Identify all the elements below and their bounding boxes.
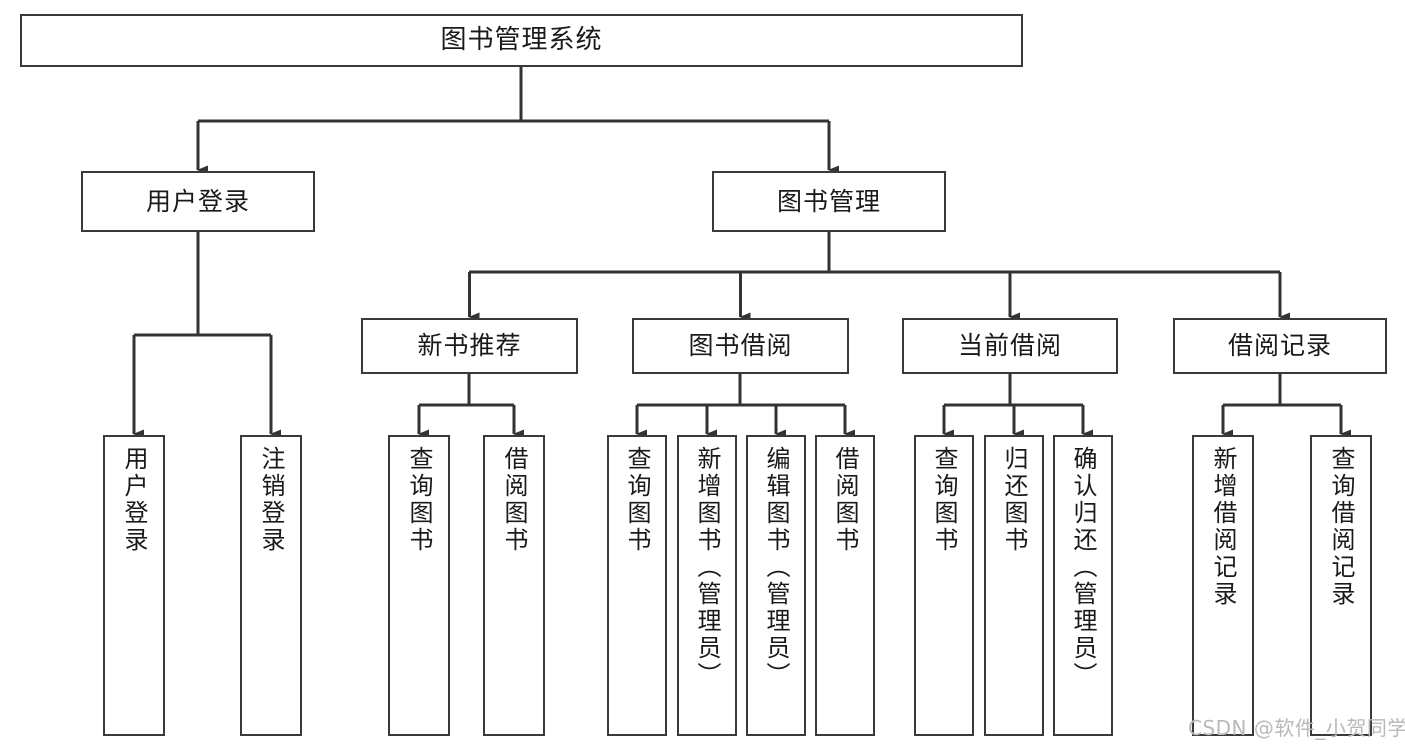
node-new-book-recommendation[interactable]: 新书推荐 [361,318,578,374]
node-label: 查询图书 [930,446,958,554]
node-label: 新增图书（管理员） [693,446,721,689]
node-leaf-query-book-1[interactable]: 查询图书 [388,435,450,736]
node-book-borrowing[interactable]: 图书借阅 [632,318,849,374]
node-label: 确认归还（管理员） [1069,446,1097,689]
node-leaf-return-book[interactable]: 归还图书 [984,435,1044,736]
node-leaf-logout[interactable]: 注销登录 [240,435,302,736]
node-leaf-user-login[interactable]: 用户登录 [103,435,165,736]
node-book-management-system[interactable]: 图书管理系统 [20,14,1023,67]
node-label: 借阅图书 [831,446,859,554]
node-leaf-add-borrow-record[interactable]: 新增借阅记录 [1192,435,1254,736]
node-borrowing-records[interactable]: 借阅记录 [1173,318,1387,374]
node-label: 用户登录 [120,446,148,554]
node-label: 注销登录 [257,446,285,554]
node-label: 查询图书 [623,446,651,554]
node-label: 查询图书 [405,446,433,554]
node-leaf-confirm-return-admin[interactable]: 确认归还（管理员） [1053,435,1113,736]
node-current-borrowing[interactable]: 当前借阅 [902,318,1118,374]
node-label: 当前借阅 [957,331,1062,361]
node-leaf-query-book-2[interactable]: 查询图书 [607,435,667,736]
node-label: 图书管理系统 [440,25,603,56]
node-leaf-query-borrow-record[interactable]: 查询借阅记录 [1310,435,1372,736]
node-label: 用户登录 [145,186,250,216]
node-label: 图书借阅 [688,331,793,361]
watermark: CSDN @软件_小贺同学 [1188,716,1405,740]
connector-lines [132,67,1351,439]
node-label: 新增借阅记录 [1209,446,1237,608]
node-label: 查询借阅记录 [1327,446,1355,608]
node-leaf-edit-book-admin[interactable]: 编辑图书（管理员） [746,435,806,736]
node-label: 编辑图书（管理员） [762,446,790,689]
node-label: 借阅记录 [1227,331,1332,361]
node-leaf-add-book-admin[interactable]: 新增图书（管理员） [677,435,737,736]
node-label: 新书推荐 [417,331,522,361]
node-label: 借阅图书 [500,446,528,554]
node-label: 图书管理 [776,186,881,216]
node-user-login[interactable]: 用户登录 [81,171,315,232]
node-leaf-query-book-3[interactable]: 查询图书 [914,435,974,736]
node-book-management[interactable]: 图书管理 [712,171,946,232]
node-label: 归还图书 [1000,446,1028,554]
node-leaf-borrow-book-1[interactable]: 借阅图书 [483,435,545,736]
node-leaf-borrow-book-2[interactable]: 借阅图书 [815,435,875,736]
